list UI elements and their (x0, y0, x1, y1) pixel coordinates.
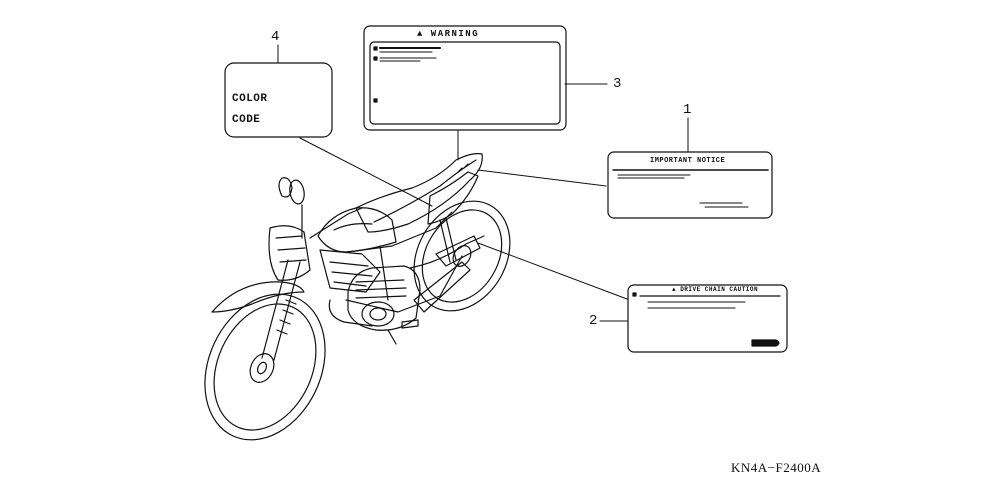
important-notice-label (607, 151, 773, 219)
drive-chain-caution-label (627, 284, 788, 353)
warning-label-title: ▲ WARNING (417, 29, 480, 39)
warning-label (363, 25, 567, 131)
color-code-line1: COLOR (232, 93, 268, 105)
drive-chain-caution-title: ▲ DRIVE CHAIN CAUTION (672, 286, 759, 293)
callout-1: 1 (683, 102, 692, 118)
color-code-line2: CODE (232, 114, 261, 126)
callout-4: 4 (271, 29, 280, 45)
callout-3: 3 (613, 76, 622, 92)
diagram-code: KN4A−F2400A (731, 460, 822, 475)
callout-2: 2 (589, 313, 598, 329)
important-notice-title: IMPORTANT NOTICE (650, 157, 726, 165)
callout-leaders (277, 44, 689, 322)
motorcycle-drawing (204, 153, 511, 441)
